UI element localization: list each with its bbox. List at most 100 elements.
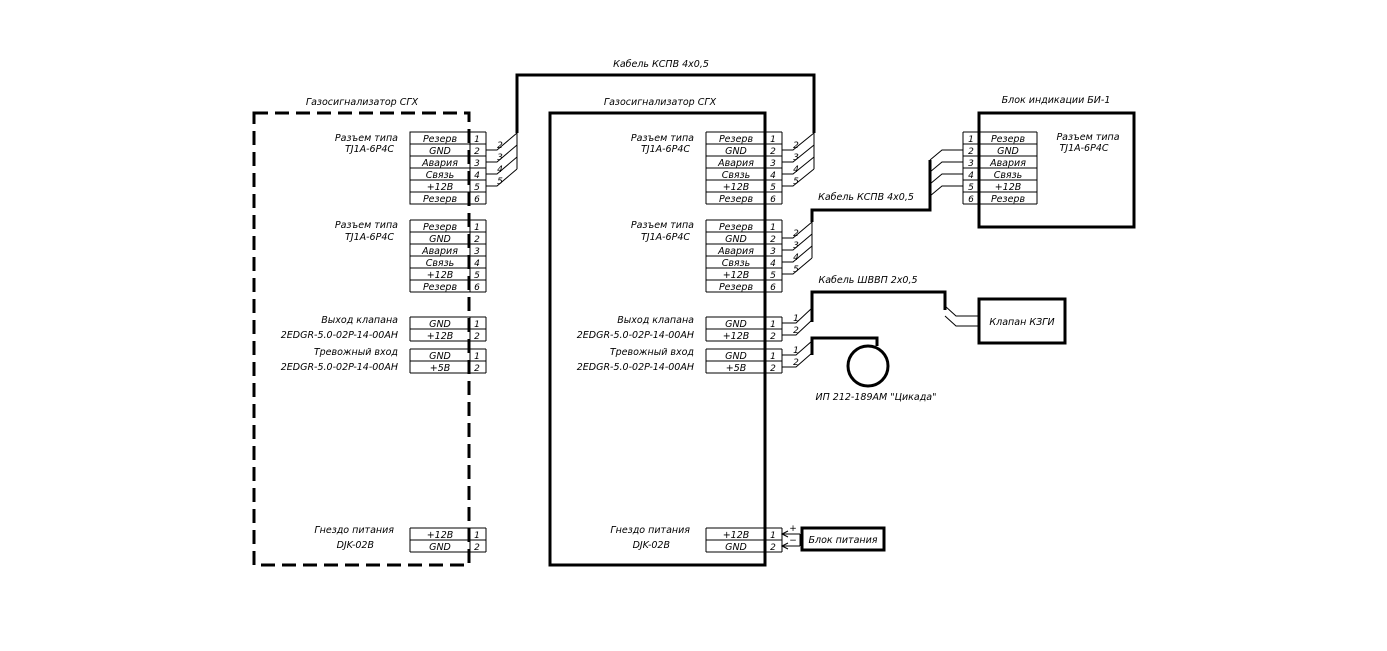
cable-top-left-wire-5: 5 (497, 177, 503, 187)
left-conn2-row-3: Авария (421, 246, 458, 257)
right-conn2-row-5: +12В (723, 270, 750, 281)
left-valve-type: 2EDGR-5.0-02P-14-00AH (281, 330, 398, 341)
left-conn1-label: Разъем типа (335, 133, 398, 144)
cable-siren-wire-2: 2 (793, 358, 799, 368)
bi1-row-1: Резерв (991, 134, 1026, 145)
cable-top-label: Кабель КСПВ 4х0,5 (613, 59, 709, 70)
right-conn2-pin-3: 3 (770, 247, 776, 257)
right-alarm-row-1: GND (725, 351, 747, 362)
left-power-row-1: +12В (427, 530, 454, 541)
left-conn2-row-2: GND (429, 234, 451, 245)
left-power-jack: Гнездо питания DJK-02B +12В GND 1 2 (314, 525, 487, 553)
bi1-row-2: GND (997, 146, 1019, 157)
left-conn1-row-5: +12В (427, 182, 454, 193)
cable-to-valve-bundle (810, 290, 947, 322)
right-valve-row-1: GND (725, 319, 747, 330)
bi1-pin-5: 5 (968, 183, 974, 193)
left-conn1-pin-3: 3 (474, 159, 480, 169)
right-power-row-1: +12В (723, 530, 750, 541)
power-block: + − Блок питания (780, 524, 886, 552)
right-conn1-pin-1: 1 (770, 135, 776, 145)
bi1-pin-2: 2 (968, 147, 974, 157)
bi1-pin-4: 4 (968, 171, 974, 181)
cable-siren-wire-1: 1 (793, 346, 799, 356)
right-conn1-pin-5: 5 (770, 183, 776, 193)
left-alarm-row-1: GND (429, 351, 451, 362)
left-valve-output: Выход клапана 2EDGR-5.0-02P-14-00AH GND … (281, 315, 487, 342)
right-conn2-row-4: Связь (722, 258, 751, 269)
bi1-title: Блок индикации БИ-1 (1002, 95, 1111, 106)
left-conn1-pin-2: 2 (474, 147, 480, 157)
right-conn1-pin-2: 2 (770, 147, 776, 157)
left-power-row-2: GND (429, 542, 451, 553)
power-block-label: Блок питания (808, 535, 877, 546)
left-conn2-row-4: Связь (426, 258, 455, 269)
right-conn1-pin-3: 3 (770, 159, 776, 169)
cable-to-bi1-bundle (810, 160, 932, 222)
cable-top-right-wire-4: 4 (793, 165, 799, 175)
left-conn1-row-4: Связь (426, 170, 455, 181)
left-conn2-pin-4: 4 (474, 259, 480, 269)
bi1-pin-6: 6 (968, 195, 974, 205)
right-conn2-row-1: Резерв (719, 222, 754, 233)
cable-top-right-wire-3: 3 (793, 153, 799, 163)
right-conn1-pin-6: 6 (770, 195, 776, 205)
left-conn1-pin-5: 5 (474, 183, 480, 193)
left-valve-label: Выход клапана (321, 315, 398, 326)
bi1-row-6: Резерв (991, 194, 1026, 205)
left-valve-row-1: GND (429, 319, 451, 330)
left-conn2-pin-5: 5 (474, 271, 480, 281)
right-conn2-pin-5: 5 (770, 271, 776, 281)
left-conn2-pin-6: 6 (474, 283, 480, 293)
bi1-conn-type: TJ1A-6P4C (1059, 143, 1108, 154)
right-conn2-pin-4: 4 (770, 259, 776, 269)
left-conn2-pin-3: 3 (474, 247, 480, 257)
detector-right: Газосигнализатор СГХ Разъем типа TJ1A-6P… (548, 97, 783, 567)
left-conn1-row-3: Авария (421, 158, 458, 169)
right-alarm-pin-1: 1 (770, 352, 776, 362)
cable-top-right-wire-5: 5 (793, 177, 799, 187)
bi1-pin-1: 1 (968, 135, 974, 145)
cable-bi1-wire-2: 2 (793, 229, 799, 239)
power-plus-sign: + (789, 524, 797, 534)
cable-to-bi1-label: Кабель КСПВ 4х0,5 (818, 192, 914, 203)
power-block-box (800, 526, 886, 552)
bi1-row-4: Связь (994, 170, 1023, 181)
cable-top-right-wire-2: 2 (793, 141, 799, 151)
right-conn1-row-4: Связь (722, 170, 751, 181)
right-conn2-type: TJ1A-6P4C (641, 232, 690, 243)
left-conn2-pin-2: 2 (474, 235, 480, 245)
right-conn2-pin-2: 2 (770, 235, 776, 245)
left-valve-row-2: +12В (427, 331, 454, 342)
detector-right-title: Газосигнализатор СГХ (604, 97, 717, 108)
left-conn1-pin-6: 6 (474, 195, 480, 205)
right-alarm-label: Тревожный вход (610, 347, 695, 358)
cable-valve-wire-2: 2 (793, 326, 799, 336)
right-connector-1: Разъем типа TJ1A-6P4C Резерв GND Авария … (631, 131, 783, 205)
left-conn2-row-5: +12В (427, 270, 454, 281)
detector-left: Газосигнализатор СГХ Разъем типа TJ1A-6P… (252, 97, 487, 567)
left-conn1-pin-4: 4 (474, 171, 480, 181)
right-conn2-pin-6: 6 (770, 283, 776, 293)
left-valve-pin-1: 1 (474, 320, 480, 330)
cable-to-valve-label: Кабель ШВВП 2х0,5 (818, 275, 917, 286)
left-conn1-type: TJ1A-6P4C (345, 144, 394, 155)
cable-to-valve: Кабель ШВВП 2х0,5 1 2 (782, 275, 979, 336)
bi1-row-5: +12В (995, 182, 1022, 193)
left-alarm-label: Тревожный вход (314, 347, 399, 358)
right-valve-pin-1: 1 (770, 320, 776, 330)
left-conn2-row-1: Резерв (423, 222, 458, 233)
left-conn1-pin-1: 1 (474, 135, 480, 145)
valve-kzgi-label: Клапан КЗГИ (989, 317, 1054, 328)
detector-right-outline (548, 111, 767, 567)
left-power-type: DJK-02B (337, 540, 374, 551)
left-conn2-type: TJ1A-6P4C (345, 232, 394, 243)
left-alarm-pin-2: 2 (474, 364, 480, 374)
cable-to-bi1: Кабель КСПВ 4х0,5 2 3 4 5 (782, 149, 963, 275)
siren-cable-bundle (810, 336, 879, 355)
left-conn2-pin-1: 1 (474, 223, 480, 233)
right-valve-row-2: +12В (723, 331, 750, 342)
right-power-label: Гнездо питания (610, 525, 690, 536)
right-valve-output: Выход клапана 2EDGR-5.0-02P-14-00AH GND … (577, 315, 783, 342)
right-conn1-label: Разъем типа (631, 133, 694, 144)
